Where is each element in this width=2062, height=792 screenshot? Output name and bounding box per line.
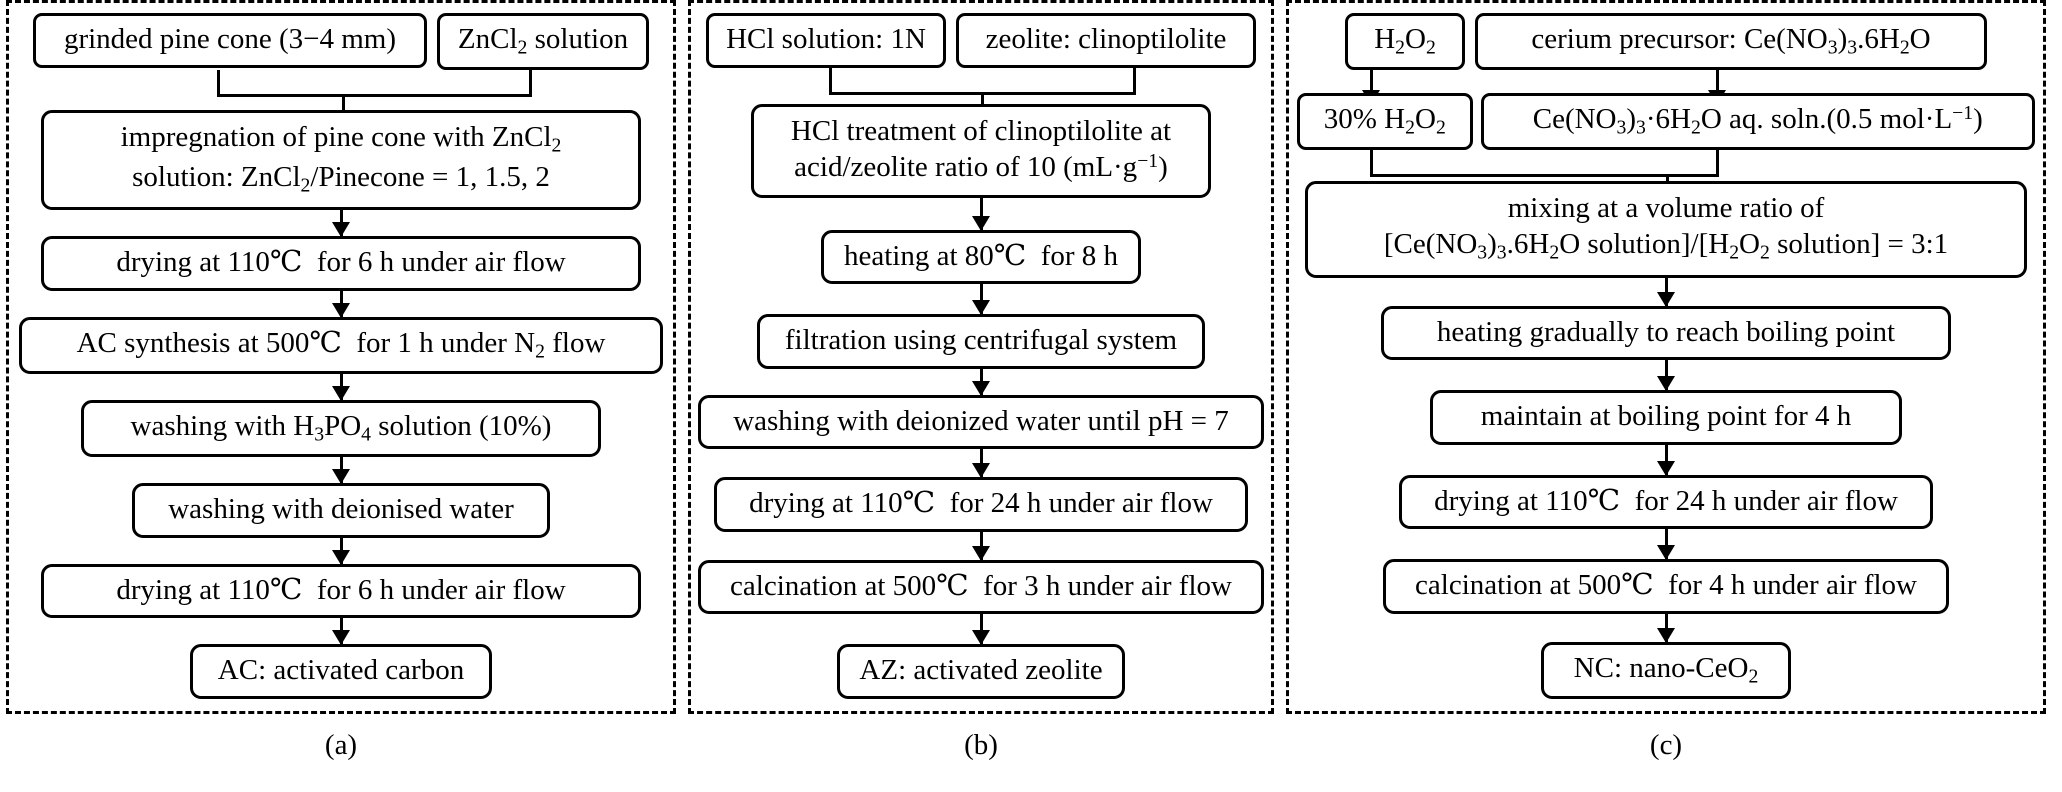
merge-stem-left (829, 67, 832, 94)
box-ac-synthesis: AC synthesis at 500℃ for 1 h under N2 fl… (19, 316, 663, 375)
merge-stem-right (529, 70, 532, 97)
box-ce-no3-aqueous-solution: Ce(NO3)3·6H2O aq. soln.(0.5 mol·L−1) (1480, 93, 2035, 151)
box-hcl-treatment: HCl treatment of clinoptilolite at acid/… (751, 103, 1211, 198)
merge-junction-c (1297, 150, 2035, 210)
box-drying-110-6h-2: drying at 110℃ for 6 h under air flow (41, 563, 641, 619)
panel-c: H2O2 cerium precursor: Ce(NO3)3.6H2O 30%… (1280, 0, 2052, 762)
panel-a-inputs-row: grinded pine cone (3−4 mm) ZnCl2 solutio… (17, 13, 665, 71)
panel-b-frame: HCl solution: 1N zeolite: clinoptilolite… (688, 0, 1274, 714)
box-washing-until-ph7: washing with deionized water until pH = … (698, 394, 1264, 450)
merge-drop (342, 94, 345, 117)
box-washing-deionised-water: washing with deionised water (132, 483, 550, 538)
arrow-c-2 (1664, 360, 1668, 391)
box-maintain-boiling-4h: maintain at boiling point for 4 h (1430, 390, 1902, 445)
merge-stem-right (1716, 150, 1719, 177)
arrow-a-2 (339, 290, 343, 317)
panel-a-frame: grinded pine cone (3−4 mm) ZnCl2 solutio… (6, 0, 676, 714)
panel-a-label: (a) (324, 729, 358, 761)
box-grinded-pine-cone: grinded pine cone (3−4 mm) (33, 13, 427, 68)
panel-b-label: (b) (964, 729, 998, 761)
box-cerium-precursor: cerium precursor: Ce(NO3)3.6H2O (1475, 13, 1987, 71)
box-calcination-500-3h: calcination at 500℃ for 3 h under air fl… (698, 559, 1264, 615)
arrow-b-1 (979, 197, 983, 230)
arrow-c-4 (1664, 529, 1668, 560)
box-activated-carbon: AC: activated carbon (190, 644, 492, 699)
merge-bar (217, 94, 532, 98)
box-heating-80-8h: heating at 80℃ for 8 h (821, 229, 1141, 285)
box-heating-to-boiling: heating gradually to reach boiling point (1381, 305, 1951, 361)
box-drying-110-24h: drying at 110℃ for 24 h under air flow (714, 477, 1248, 532)
arrow-b-6 (979, 614, 983, 645)
panel-b: HCl solution: 1N zeolite: clinoptilolite… (682, 0, 1280, 762)
box-zeolite-clinoptilolite: zeolite: clinoptilolite (956, 13, 1256, 68)
merge-junction-a (17, 70, 665, 130)
box-drying-110-24h-c: drying at 110℃ for 24 h under air flow (1399, 474, 1933, 530)
panel-c-label: (c) (1649, 729, 1683, 761)
box-calcination-500-4h: calcination at 500℃ for 4 h under air fl… (1383, 559, 1949, 614)
merge-bar (1370, 174, 1719, 178)
box-h2o2: H2O2 (1345, 13, 1465, 71)
arrow-c-1 (1664, 277, 1668, 306)
arrow-b-5 (979, 531, 983, 560)
arrow-b-3 (979, 368, 983, 395)
arrow-a-1 (339, 210, 343, 237)
merge-stem-left (217, 70, 220, 97)
arrow-c-h2o2-stem (1370, 70, 1373, 93)
arrow-b-2 (979, 284, 983, 315)
box-h2o2-30-percent: 30% H2O2 (1297, 93, 1473, 151)
panel-c-prepared-row: 30% H2O2 Ce(NO3)3·6H2O aq. soln.(0.5 mol… (1297, 93, 2035, 151)
arrow-a-5 (339, 537, 343, 564)
merge-stem-left (1370, 150, 1373, 177)
box-impregnation: impregnation of pine cone with ZnCl2 sol… (41, 110, 641, 211)
panel-c-inputs-row: H2O2 cerium precursor: Ce(NO3)3.6H2O (1297, 13, 2035, 71)
box-zncl2-solution: ZnCl2 solution (437, 13, 649, 71)
merge-stem-right (1133, 67, 1136, 94)
panel-c-frame: H2O2 cerium precursor: Ce(NO3)3.6H2O 30%… (1286, 0, 2046, 714)
box-drying-110-6h: drying at 110℃ for 6 h under air flow (41, 236, 641, 291)
arrow-c-3 (1664, 444, 1668, 475)
panel-a: grinded pine cone (3−4 mm) ZnCl2 solutio… (0, 0, 682, 762)
box-mixing-volume-ratio: mixing at a volume ratio of [Ce(NO3)3.6H… (1305, 180, 2027, 278)
merge-drop (981, 91, 984, 114)
arrow-b-4 (979, 449, 983, 478)
arrow-a-4 (339, 457, 343, 484)
arrow-a-6 (339, 618, 343, 645)
box-nano-ceo2: NC: nano-CeO2 (1541, 641, 1791, 699)
box-washing-h3po4: washing with H3PO4 solution (10%) (81, 400, 601, 458)
panel-c-input-arrows (1297, 70, 2035, 106)
arrow-c-5 (1664, 613, 1668, 642)
merge-junction-b (699, 67, 1263, 127)
arrow-c-cerium-stem (1716, 70, 1719, 93)
box-hcl-solution: HCl solution: 1N (706, 13, 946, 68)
arrow-a-3 (339, 374, 343, 401)
box-filtration-centrifugal: filtration using centrifugal system (757, 314, 1205, 369)
panel-b-inputs-row: HCl solution: 1N zeolite: clinoptilolite (699, 13, 1263, 68)
box-activated-zeolite: AZ: activated zeolite (837, 644, 1125, 699)
